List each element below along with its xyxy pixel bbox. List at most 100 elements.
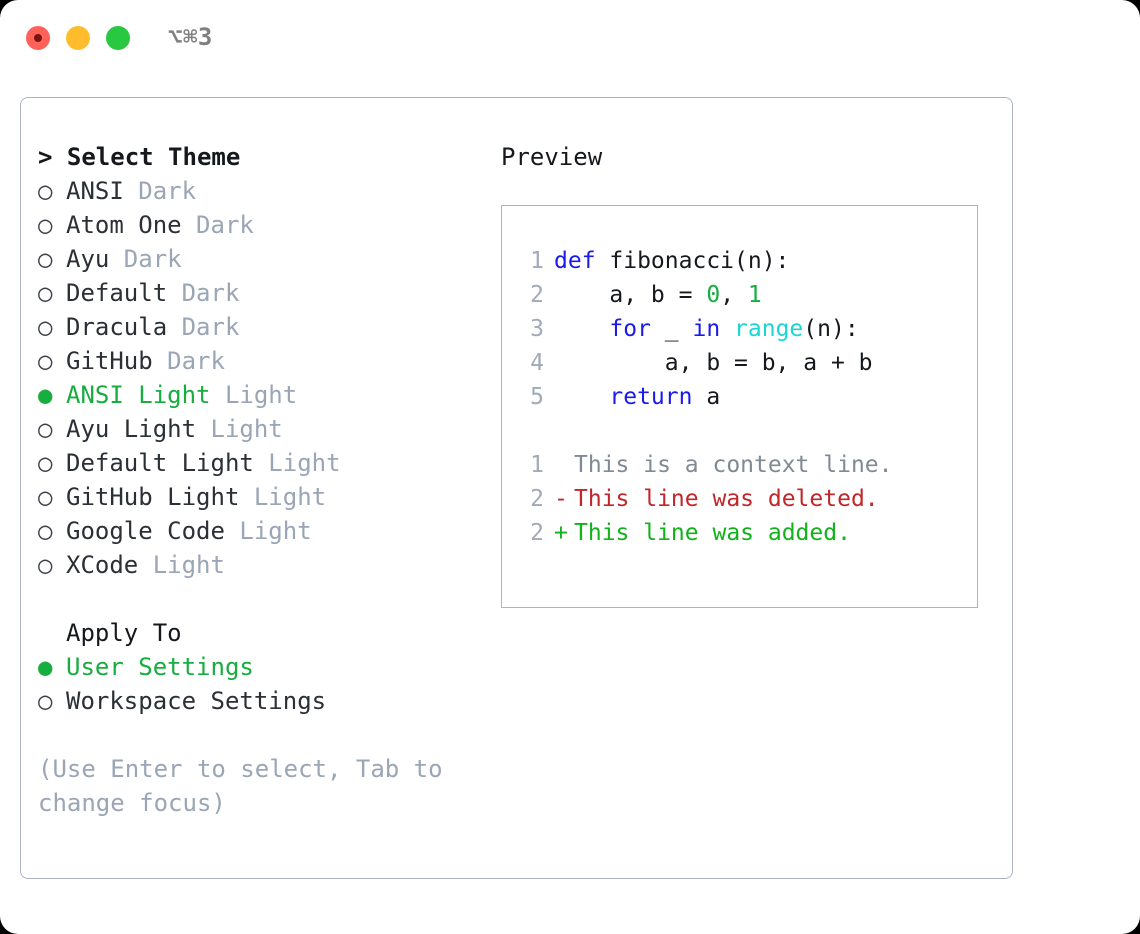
code-token: a xyxy=(692,384,721,410)
option-label: Dracula xyxy=(66,313,168,341)
preview-header: Preview xyxy=(501,143,603,171)
code-line: 5 return a xyxy=(512,380,977,414)
code-token: , xyxy=(720,282,748,308)
code-token xyxy=(554,312,609,346)
preview-column: Preview 1 def fibonacci(n): 2 a, b = 0, 1 3… xyxy=(501,140,1001,608)
code-token: in xyxy=(692,316,721,342)
code-token: a, b = xyxy=(554,282,707,308)
diff-sample: 1 This is a context line.2-This line was… xyxy=(512,448,977,550)
radio-unselected-icon: ○ xyxy=(38,211,53,239)
theme-option-4[interactable]: ○Dracula Dark xyxy=(38,310,478,344)
list-spacer xyxy=(38,582,478,616)
code-token: (n): xyxy=(803,316,859,342)
radio-unselected-icon: ○ xyxy=(38,347,53,375)
diff-line-number: 1 xyxy=(530,452,544,478)
option-suffix: Light xyxy=(239,483,327,511)
diff-line: 1 This is a context line. xyxy=(512,448,977,482)
radio-unselected-icon: ○ xyxy=(38,483,53,511)
code-token xyxy=(720,312,734,346)
theme-option-3[interactable]: ○ Default Dark xyxy=(38,276,478,310)
apply-to-header: Apply To xyxy=(66,619,182,647)
code-token: fibonacci(n): xyxy=(595,248,790,274)
main-panel: > Select Theme ○ANSI Dark○Atom One Dark○… xyxy=(20,97,1013,879)
radio-unselected-icon: ○ xyxy=(38,245,53,273)
option-suffix: Light xyxy=(138,551,225,579)
radio-unselected-icon: ○ xyxy=(38,449,53,477)
code-token: def xyxy=(554,248,596,274)
option-label: GitHub xyxy=(66,347,153,375)
radio-unselected-icon: ○ xyxy=(38,517,53,545)
code-token: return xyxy=(609,384,693,410)
minimize-dot[interactable] xyxy=(66,26,90,50)
option-suffix: Light xyxy=(196,415,283,443)
option-label: Google Code xyxy=(66,517,225,545)
theme-option-list: ○ ANSI Dark ○ Atom One Dark ○ Ayu Dark ○ Defaul… xyxy=(38,174,478,582)
option-suffix: Dark xyxy=(181,211,254,239)
radio-unselected-icon: ○ xyxy=(38,279,53,307)
option-label: Workspace Settings xyxy=(66,687,327,715)
option-label: ANSI Light xyxy=(66,381,211,409)
option-label: Ayu Light xyxy=(66,415,197,443)
keyboard-shortcut-label: ⌥⌘3 xyxy=(168,23,213,51)
theme-option-2[interactable]: ○ Ayu Dark xyxy=(38,242,478,276)
theme-option-0[interactable]: ○ ANSI Dark xyxy=(38,174,478,208)
option-suffix: Light xyxy=(210,381,298,409)
radio-unselected-icon: ○ xyxy=(38,551,53,579)
option-suffix: Dark xyxy=(123,177,197,205)
option-label: User Settings xyxy=(66,653,254,681)
close-dot[interactable] xyxy=(26,26,50,50)
diff-marker xyxy=(554,448,574,482)
option-suffix: Dark xyxy=(152,347,225,375)
radio-selected-icon: ● xyxy=(38,653,53,681)
code-line-number: 1 xyxy=(530,248,544,274)
apply-to-option-list: ● User Settings ○ Workspace Settings xyxy=(38,650,478,718)
option-label: XCode xyxy=(66,551,139,579)
code-token xyxy=(554,380,609,414)
option-suffix: Light xyxy=(253,449,341,477)
radio-selected-icon: ● xyxy=(38,381,53,409)
code-line: 1 def fibonacci(n): xyxy=(512,244,977,278)
select-theme-header: > Select Theme xyxy=(38,143,241,171)
diff-line: 2-This line was deleted. xyxy=(512,482,977,516)
diff-marker: + xyxy=(554,520,568,546)
code-line-number: 2 xyxy=(530,282,544,308)
diff-text: This line was deleted. xyxy=(574,486,879,512)
code-token: 0 xyxy=(706,282,721,308)
maximize-dot[interactable] xyxy=(106,26,130,50)
theme-option-1[interactable]: ○ Atom One Dark xyxy=(38,208,478,242)
title-bar: ⌥⌘3 xyxy=(0,0,1140,78)
theme-option-9[interactable]: ○ GitHub Light Light xyxy=(38,480,478,514)
apply-to-option-0[interactable]: ● User Settings xyxy=(38,650,478,684)
option-label: Atom One xyxy=(66,211,182,239)
option-label: Ayu xyxy=(66,245,110,273)
option-suffix: Dark xyxy=(167,313,240,341)
diff-marker: - xyxy=(554,486,568,512)
theme-picker-column: > Select Theme ○ANSI Dark○Atom One Dark○… xyxy=(38,140,478,820)
option-suffix: Dark xyxy=(109,245,182,273)
option-suffix: Dark xyxy=(167,279,240,307)
option-label: Default xyxy=(66,279,168,307)
theme-option-11[interactable]: ○ XCode Light xyxy=(38,548,478,582)
radio-unselected-icon: ○ xyxy=(38,415,53,443)
theme-option-5[interactable]: ○ GitHub Dark xyxy=(38,344,478,378)
code-line-number: 3 xyxy=(530,316,544,342)
theme-option-7[interactable]: ○ Ayu Light Light xyxy=(38,412,478,446)
code-line: 2 a, b = 0, 1 xyxy=(512,278,977,312)
apply-to-option-1[interactable]: ○ Workspace Settings xyxy=(38,684,478,718)
theme-option-8[interactable]: ○ Default Light Light xyxy=(38,446,478,480)
radio-unselected-icon: ○ xyxy=(38,687,53,715)
theme-option-6[interactable]: ● ANSI Light Light xyxy=(38,378,478,412)
option-label: Default Light xyxy=(66,449,254,477)
code-token: 1 xyxy=(747,282,762,308)
option-label: GitHub Light xyxy=(66,483,240,511)
theme-option-10[interactable]: ○Google Code Light xyxy=(38,514,478,548)
option-label: ANSI xyxy=(66,177,124,205)
radio-unselected-icon: ○ xyxy=(38,177,53,205)
diff-line-number: 2 xyxy=(530,520,544,546)
code-line: 4 a, b = b, a + b xyxy=(512,346,977,380)
code-token: a, b = b, a + b xyxy=(554,350,873,376)
code-diff-gap xyxy=(512,414,977,448)
diff-text: This line was added. xyxy=(574,520,851,546)
